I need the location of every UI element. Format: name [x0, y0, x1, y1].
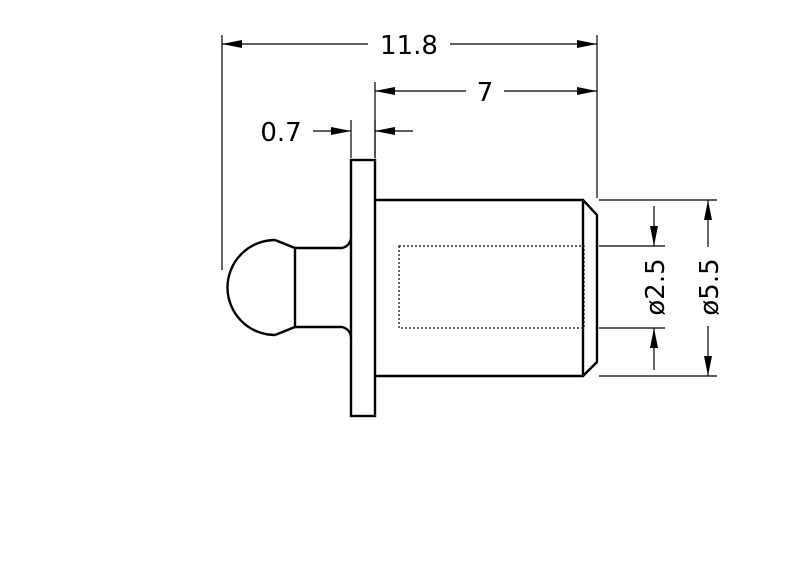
arrow-left: [331, 127, 351, 135]
arrow-top: [650, 226, 658, 246]
cylinder-body: [375, 198, 599, 378]
dimension-overall-length: 11.8: [221, 31, 598, 270]
dimension-label-bore-diameter: ø2.5: [641, 258, 671, 315]
dimension-body-length: 7: [374, 78, 597, 158]
dimension-label-outer-diameter: ø5.5: [695, 258, 725, 315]
hidden-bore: [398, 245, 585, 329]
arrow-left: [375, 87, 395, 95]
part-outline: [226, 158, 599, 418]
dimension-label-overall-length: 11.8: [380, 31, 438, 61]
arrow-left: [222, 40, 242, 48]
dimension-bore-diameter: ø2.5: [599, 206, 671, 370]
ball-head: [226, 238, 276, 337]
neck-lower: [274, 325, 353, 338]
flange: [349, 158, 377, 418]
dimension-outer-diameter: ø5.5: [599, 199, 725, 377]
dimension-label-flange-thickness: 0.7: [260, 118, 301, 148]
arrow-top: [704, 200, 712, 220]
arrow-bottom: [650, 328, 658, 348]
arrow-right: [577, 87, 597, 95]
dimension-flange-thickness: 0.7: [260, 118, 413, 158]
dimension-label-body-length: 7: [477, 78, 494, 108]
arrow-right: [577, 40, 597, 48]
arrow-bottom: [704, 356, 712, 376]
arrow-right: [375, 127, 395, 135]
neck: [274, 237, 353, 250]
